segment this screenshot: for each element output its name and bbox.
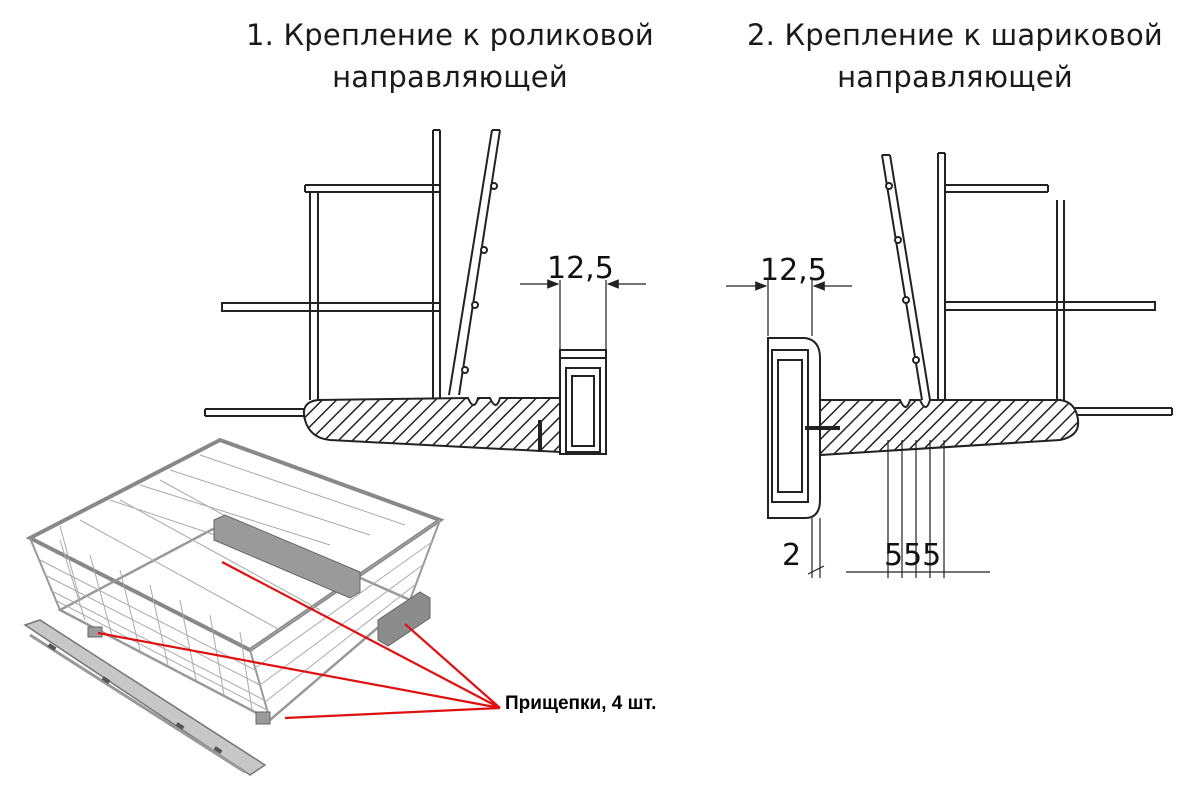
dimension-label-555: 555 — [884, 538, 941, 573]
title-ball-mount-line2: направляющей — [837, 60, 1073, 94]
dimension-555-right — [846, 440, 990, 578]
shelf-frame-left — [204, 184, 441, 417]
dimension-label-12-5-right: 12,5 — [760, 253, 827, 288]
basket-wire-right — [881, 154, 931, 401]
cabinet-side-left — [432, 129, 441, 400]
clip-plate-back — [213, 514, 361, 599]
basket-wire-left — [448, 129, 501, 396]
wire-basket-product — [23, 437, 445, 776]
clip-small-left — [87, 626, 103, 638]
dimension-label-12-5-left: 12,5 — [547, 251, 614, 286]
dimension-12-5-right — [726, 280, 852, 336]
cabinet-side-right — [937, 152, 946, 400]
title-ball-mount-line1: 2. Крепление к шариковой — [747, 18, 1163, 52]
callout-clips-label: Прищепки, 4 шт. — [505, 693, 657, 714]
drawer-bottom-left — [302, 396, 561, 454]
callout-lines — [97, 561, 501, 720]
drawer-slide-rail — [23, 619, 267, 776]
roller-mount-section — [204, 129, 646, 455]
dimension-12-5-left — [520, 279, 646, 350]
clip-plate-front — [377, 591, 431, 647]
clip-small-right — [255, 711, 271, 725]
ball-mount-section — [726, 152, 1173, 578]
title-ball-mount: 2. Крепление к шариковой направляющей — [725, 14, 1185, 98]
dimension-label-2: 2 — [782, 538, 801, 573]
drawer-bottom-right — [819, 399, 1080, 457]
shelf-frame-right — [944, 184, 1173, 416]
title-roller-mount-line2: направляющей — [332, 60, 568, 94]
dimension-2-right — [807, 518, 825, 578]
title-roller-mount: 1. Крепление к роликовой направляющей — [220, 14, 680, 98]
title-roller-mount-line1: 1. Крепление к роликовой — [246, 18, 654, 52]
rail-clip-right — [767, 337, 821, 519]
rail-clip-left — [559, 349, 607, 455]
